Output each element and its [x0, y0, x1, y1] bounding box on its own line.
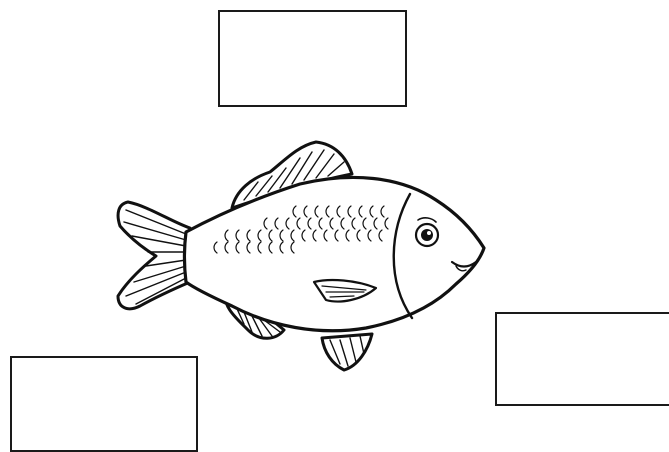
anal-fin — [322, 334, 372, 370]
tail-fin — [118, 202, 190, 309]
